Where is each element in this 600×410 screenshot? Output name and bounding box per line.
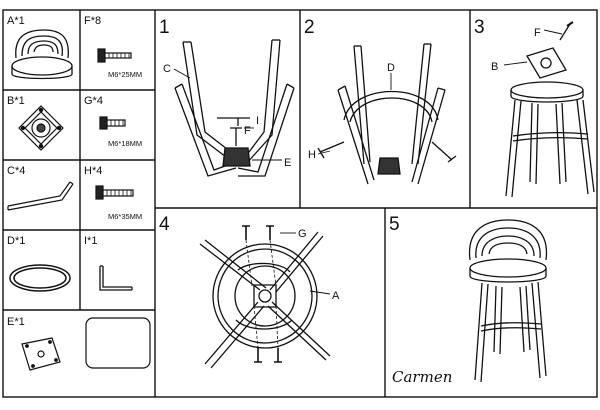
brand-signature: Carmen [392, 368, 452, 386]
part-c-label: C*4 [7, 165, 25, 177]
part-a-label: A*1 [7, 15, 25, 27]
step-1-leader-lines [173, 68, 282, 161]
step-4-seat-underside-drawing [199, 225, 331, 369]
step-1-callout-c: C [163, 63, 171, 75]
step-2-callout-d: D [387, 62, 395, 74]
step-1-legs-drawing [174, 39, 295, 177]
part-d-label: D*1 [7, 235, 25, 247]
step-2-callout-h: H [308, 149, 316, 161]
part-f-label: F*8 [84, 15, 101, 27]
screw-h-drawing [95, 185, 134, 200]
seat-part-drawing [11, 29, 73, 80]
step-5-finished-stool-drawing [468, 219, 548, 383]
empty-parts-box [85, 317, 151, 369]
step-1-callout-e: E [284, 157, 291, 169]
step-1-number: 1 [159, 17, 170, 38]
step-2-number: 2 [304, 17, 315, 38]
step-1-callout-i: I [256, 115, 259, 127]
step-2-stool-drawing [317, 43, 457, 185]
step-4-guide-lines [245, 239, 279, 349]
part-i-label: I*1 [84, 235, 97, 247]
step-3-leader-lines [503, 29, 563, 66]
frame [2, 9, 598, 398]
part-f-size: M6*25MM [108, 70, 142, 79]
part-g-label: G*4 [84, 95, 103, 107]
step-5-number: 5 [389, 214, 400, 235]
step-3-callout-f: F [534, 27, 541, 39]
part-g-size: M6*18MM [108, 139, 142, 148]
screw-g-drawing [99, 116, 126, 130]
part-h-size: M6*35MM [108, 212, 142, 221]
step-3-callout-b: B [491, 61, 498, 73]
step-3-number: 3 [474, 17, 485, 38]
step-3-stool-drawing [505, 21, 595, 198]
bracket-c-drawing [7, 181, 74, 211]
step-4-callout-g: G [298, 228, 307, 240]
step-4-callout-a: A [332, 290, 340, 302]
screw-f-drawing [97, 48, 132, 63]
step-4-leader-lines [280, 232, 331, 295]
swivel-plate-drawing [18, 105, 64, 151]
step-4-number: 4 [159, 214, 170, 235]
part-e-label: E*1 [7, 316, 25, 328]
ring-d-drawing [9, 264, 71, 292]
plate-e-drawing [21, 337, 61, 371]
part-h-label: H*4 [84, 165, 102, 177]
step-1-callout-f: F [244, 125, 251, 137]
part-b-label: B*1 [7, 95, 25, 107]
step-2-leader-lines [317, 73, 392, 155]
allen-key-drawing [99, 265, 133, 291]
